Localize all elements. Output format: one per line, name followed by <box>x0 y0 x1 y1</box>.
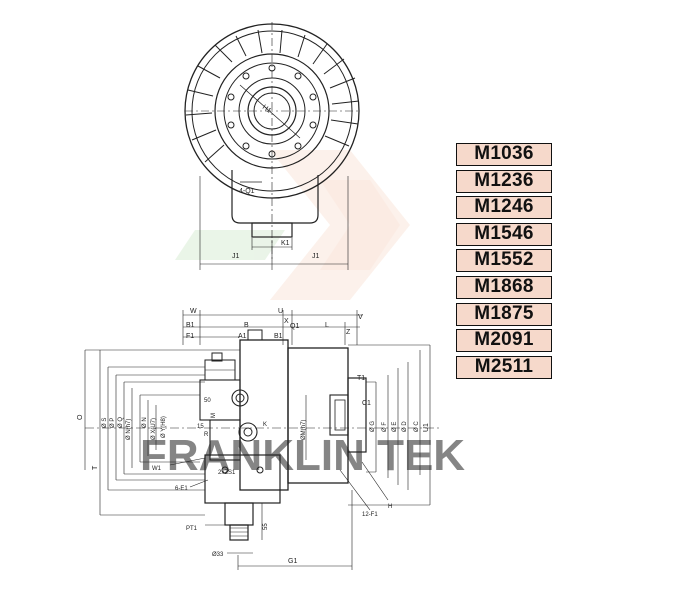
label-w: W <box>190 308 197 315</box>
label-2xzs1: 2xZS1 <box>218 470 236 476</box>
label-j1-left: J1 <box>232 253 240 260</box>
watermark-text: FRANKLIN TEK <box>140 431 465 480</box>
label-a1: A1 <box>238 333 247 340</box>
label-m: M <box>211 413 217 418</box>
label-q1: Q1 <box>290 323 299 330</box>
label-k: K <box>263 422 267 428</box>
label-dd: Ø D <box>402 421 408 432</box>
label-50: 50 <box>204 398 211 404</box>
label-t: T <box>92 465 99 470</box>
label-u1: U1 <box>423 423 430 432</box>
label-t1: T1 <box>357 375 365 382</box>
label-dp: Ø P <box>110 418 116 428</box>
label-dmh7: ØM(h7) <box>301 420 307 440</box>
label-55: 55 <box>263 523 269 530</box>
label-pt1: PT1 <box>186 526 198 532</box>
model-item: M1036 <box>456 143 552 166</box>
label-dc: Ø C <box>414 421 420 432</box>
top-view <box>184 22 360 270</box>
label-dn: Ø N <box>142 417 148 428</box>
model-item: M2511 <box>456 355 552 379</box>
label-x: X <box>284 318 289 325</box>
model-item: M1546 <box>456 222 552 246</box>
model-item: M1246 <box>456 196 552 220</box>
label-z: Z <box>346 329 351 336</box>
model-item: M1552 <box>456 249 552 273</box>
model-item: M1868 <box>456 275 552 299</box>
label-l: L <box>325 322 329 329</box>
model-item: M1875 <box>456 302 552 326</box>
label-j1-right: J1 <box>312 253 320 260</box>
label-dg: Ø G <box>370 421 376 432</box>
label-f1: F1 <box>186 333 194 340</box>
model-list: M1036 M1236 M1246 M1546 M1552 M1868 M187… <box>456 143 552 382</box>
label-df: Ø F <box>382 422 388 432</box>
label-b: B <box>244 322 249 329</box>
label-w1: W1 <box>152 466 162 472</box>
label-o: O <box>77 414 84 420</box>
label-de: Ø E <box>392 422 398 432</box>
label-r: R <box>204 432 209 438</box>
label-b1: B1 <box>274 333 283 340</box>
label-u: U <box>278 308 283 315</box>
side-view <box>84 310 440 570</box>
label-12-f1: 12-F1 <box>362 512 378 518</box>
label-h: H <box>388 504 392 510</box>
label-dq: Ø Q <box>118 417 124 428</box>
label-dy: Ø Y(H8) <box>161 416 167 438</box>
label-4-q1: 4-Q1 <box>239 188 255 195</box>
label-ds: Ø S <box>102 418 108 428</box>
cooling-fins <box>185 29 360 163</box>
label-c1: C1 <box>362 400 371 407</box>
model-item: M1236 <box>456 169 552 193</box>
watermark: FRANKLIN TEK <box>140 150 465 480</box>
label-6-e1: 6-E1 <box>175 486 188 492</box>
model-item: M2091 <box>456 329 552 353</box>
label-b1-top: B1 <box>186 322 195 329</box>
label-d33: Ø33 <box>212 552 224 558</box>
label-dnh7: Ø N(h7) <box>126 419 132 440</box>
label-dx: Ø X(U7) <box>151 418 157 440</box>
label-v: V <box>358 314 363 321</box>
label-k1: K1 <box>281 240 290 247</box>
label-h1: H1 <box>261 104 272 115</box>
label-15: 15 <box>197 424 204 430</box>
label-g1: G1 <box>288 558 297 565</box>
